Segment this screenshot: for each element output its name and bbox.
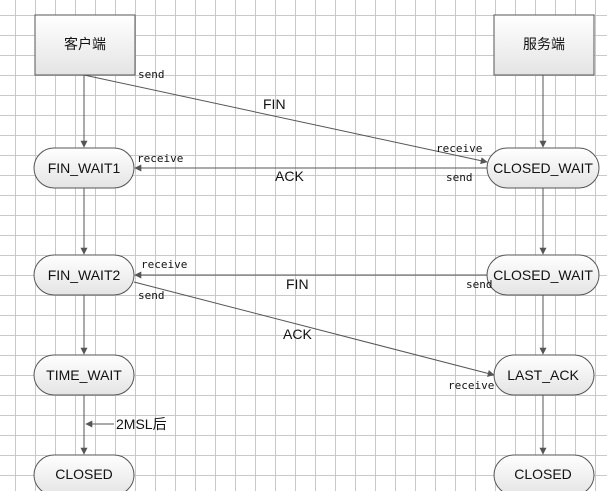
server-title: 服务端	[523, 36, 565, 52]
state-fin-wait2: FIN_WAIT2	[33, 254, 135, 296]
state-closed-wait-2-label: CLOSED_WAIT	[493, 267, 593, 283]
wait-2msl-label: 2MSL后	[116, 416, 167, 432]
send-3-label: send	[466, 278, 493, 291]
client-title: 客户端	[64, 36, 106, 52]
ack-2-arrow	[133, 281, 495, 377]
send-4-label: send	[138, 289, 165, 302]
ack-2-label: ACK	[283, 326, 312, 342]
send-1-label: send	[138, 68, 165, 81]
receive-4-label: receive	[448, 379, 494, 392]
state-closed-wait-1: CLOSED_WAIT	[486, 147, 600, 189]
receive-2-label: receive	[137, 152, 183, 165]
client-box: 客户端	[34, 14, 136, 76]
server-box: 服务端	[493, 14, 595, 76]
state-server-closed: CLOSED	[493, 454, 595, 491]
state-closed-wait-1-label: CLOSED_WAIT	[493, 160, 593, 176]
state-client-closed-label: CLOSED	[55, 466, 113, 482]
fin-2-label: FIN	[286, 276, 309, 292]
state-last-ack-label: LAST_ACK	[507, 367, 579, 383]
state-fin-wait1: FIN_WAIT1	[33, 147, 135, 189]
state-time-wait: TIME_WAIT	[33, 354, 135, 396]
state-closed-wait-2: CLOSED_WAIT	[486, 254, 600, 296]
state-time-wait-label: TIME_WAIT	[46, 367, 122, 383]
receive-3-label: receive	[141, 258, 187, 271]
receive-1-label: receive	[436, 142, 482, 155]
state-fin-wait1-label: FIN_WAIT1	[48, 160, 121, 176]
send-2-label: send	[446, 171, 473, 184]
state-last-ack: LAST_ACK	[493, 354, 595, 396]
fin-1-arrow	[83, 74, 488, 165]
state-fin-wait2-label: FIN_WAIT2	[48, 267, 121, 283]
state-client-closed: CLOSED	[33, 454, 135, 491]
fin-1-label: FIN	[263, 96, 286, 112]
ack-1-label: ACK	[275, 168, 304, 184]
state-server-closed-label: CLOSED	[514, 466, 572, 482]
